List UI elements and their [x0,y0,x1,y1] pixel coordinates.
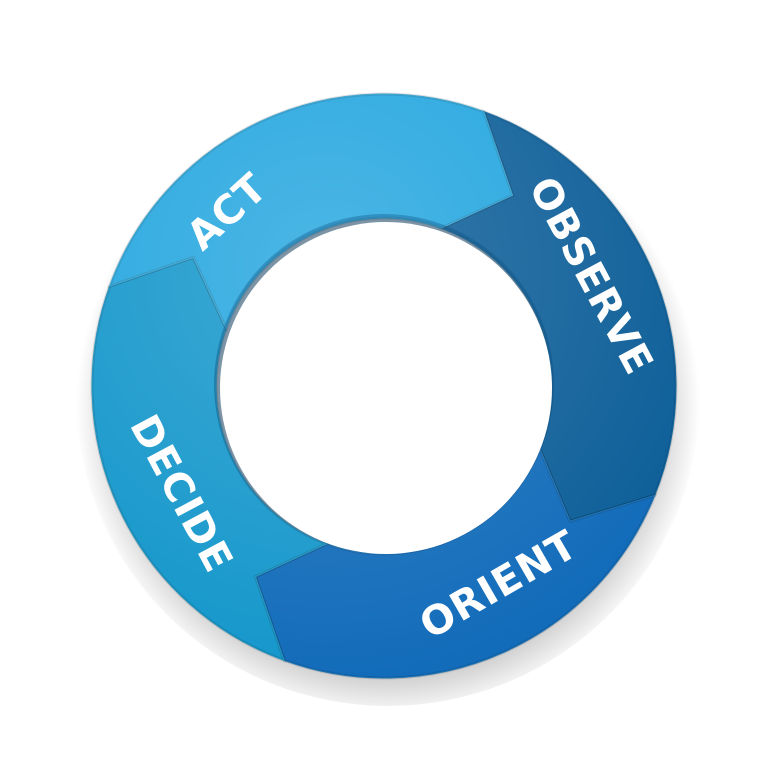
ring-gloss [92,94,676,678]
inner-hole [220,222,552,554]
